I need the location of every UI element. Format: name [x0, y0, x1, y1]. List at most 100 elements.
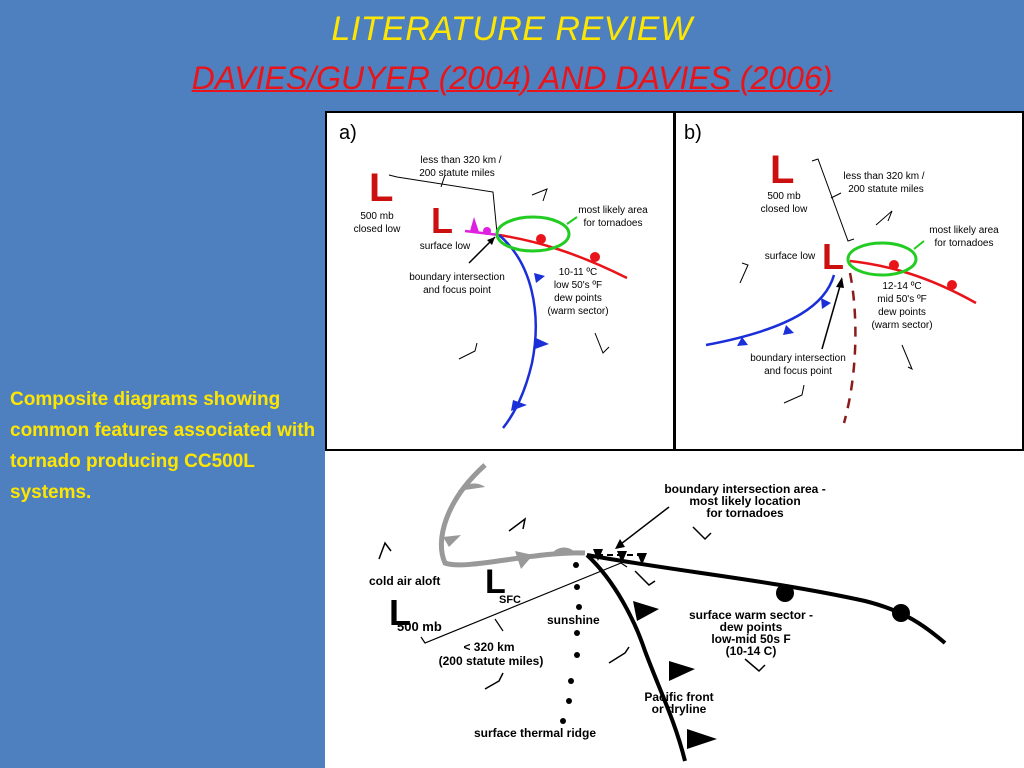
diagram-panel-b: b) L 500 mb closed low less than 320 km … — [674, 111, 1024, 451]
panel-b-wind-barbs — [739, 210, 913, 404]
diagram-a-svg: a) L 500 mb closed low less than 320 km … — [339, 122, 648, 429]
panel-c-pacific-text-2: or dryline — [652, 702, 707, 716]
diagram-panel-a: a) L 500 mb closed low less than 320 km … — [325, 111, 675, 451]
panel-b-cold-triangle-1 — [821, 298, 831, 309]
panel-a-distance-bracket — [388, 174, 498, 234]
panel-b-label: b) — [684, 122, 702, 144]
panel-a-boundary-arrowhead — [487, 237, 495, 245]
panel-a-likely-text-1: most likely area — [578, 205, 648, 216]
panel-b-cold-triangle-2 — [783, 325, 794, 335]
panel-a-surface-low-symbol: L — [431, 200, 453, 241]
diagram-b-svg: b) L 500 mb closed low less than 320 km … — [684, 122, 999, 424]
panel-c-warm-bump-2 — [892, 604, 910, 622]
panel-b-boundary-text-2: and focus point — [764, 366, 832, 377]
panel-b-warm-front — [849, 259, 977, 305]
panel-b-boundary-arrow — [821, 278, 843, 350]
panel-a-cold-triangle-2 — [535, 338, 549, 349]
panel-a-surface-low-text: surface low — [420, 241, 471, 252]
panel-c-wind-barbs — [378, 517, 766, 690]
panel-a-warm-text-1: 10-11 ºC — [559, 267, 598, 278]
panel-c-warm-front — [586, 553, 947, 645]
panel-c-upper-bump — [458, 483, 485, 491]
panel-b-cold-triangle-3 — [737, 337, 748, 346]
panel-c-surface-low-symbol: L — [485, 563, 506, 601]
panel-c-distance-bracket — [420, 562, 628, 644]
panel-b-500mb-low-symbol: L — [770, 148, 794, 192]
slide-subtitle: DAVIES/GUYER (2004) AND DAVIES (2006) — [191, 60, 833, 96]
panel-c-upper-triangle-2 — [515, 551, 533, 569]
panel-c-warm-bump-1 — [776, 584, 794, 602]
panel-c-distance-text-2: (200 statute miles) — [439, 654, 544, 668]
panel-c-sunshine-text: sunshine — [547, 613, 600, 627]
panel-b-warm-text-2: mid 50's ºF — [877, 294, 926, 305]
panel-b-500mb-text: 500 mb — [767, 191, 801, 202]
panel-c-distance-text-1: < 320 km — [463, 640, 514, 654]
panel-b-warm-text-4: (warm sector) — [871, 320, 932, 331]
panel-a-distance-tick — [440, 174, 446, 188]
panel-c-boundary-text-3: for tornadoes — [706, 506, 784, 520]
panel-a-500mb-low-symbol: L — [369, 166, 393, 210]
panel-b-warm-text-1: 12-14 ºC — [882, 281, 921, 292]
panel-b-distance-text-2: 200 statute miles — [848, 184, 924, 195]
panel-a-likely-text-2: for tornadoes — [584, 218, 643, 229]
panel-b-surface-low-text: surface low — [765, 251, 816, 262]
panel-b-surface-low-symbol: L — [822, 236, 844, 277]
panel-c-upper-triangle-1 — [443, 535, 461, 547]
panel-b-warm-text-3: dew points — [878, 307, 926, 318]
panel-a-warm-front-bump-2 — [590, 252, 600, 262]
panel-a-warm-text-4: (warm sector) — [547, 306, 608, 317]
panel-a-occluded-semicircle — [483, 227, 491, 235]
panel-a-wind-barbs — [458, 188, 610, 360]
panel-a-cold-front — [498, 234, 537, 429]
panel-a-cold-triangle-1 — [534, 273, 545, 283]
panel-c-thermal-ridge-dots — [560, 562, 582, 724]
panel-b-likely-text-2: for tornadoes — [935, 238, 994, 249]
diagram-c-svg: boundary intersection area - most likely… — [369, 463, 947, 762]
panel-b-warm-front-bump-2 — [947, 280, 957, 290]
panel-a-closed-low-text: closed low — [354, 224, 401, 235]
panel-c-500mb-low-symbol: L — [389, 592, 411, 633]
panel-a-warm-text-3: dew points — [554, 293, 602, 304]
panel-a-distance-text-2: 200 statute miles — [419, 168, 495, 179]
panel-c-upper-front — [438, 463, 586, 568]
panel-a-warm-front-bump-1 — [536, 234, 546, 244]
panel-c-upper-bump-2 — [551, 547, 577, 555]
panel-b-oval-pointer — [913, 240, 925, 250]
panel-a-occluded-front — [464, 229, 500, 237]
panel-c-boundary-text-1: boundary intersection area - — [664, 482, 825, 496]
panel-c-pacific-triangle-3 — [687, 729, 717, 749]
panel-c-sfc-text: SFC — [499, 594, 521, 606]
panel-c-boundary-arrow — [616, 506, 670, 548]
panel-c-pacific-triangle-2 — [669, 661, 695, 681]
panel-b-closed-low-text: closed low — [761, 204, 808, 215]
panel-b-distance-tick — [830, 192, 842, 199]
panel-b-boundary-arrowhead — [836, 277, 844, 288]
panel-b-dryline — [842, 272, 857, 424]
panel-c-ridge-text: surface thermal ridge — [474, 726, 596, 740]
panel-a-warm-front — [498, 233, 628, 280]
panel-a-oval-pointer — [566, 216, 578, 225]
panel-a-tornado-oval — [495, 215, 571, 253]
panel-c-warm-text-4: (10-14 C) — [726, 644, 777, 658]
panel-c-distance-tick — [494, 618, 504, 632]
panel-c-warm-text-1: surface warm sector - — [689, 608, 813, 622]
panel-c-warm-text-3: low-mid 50s F — [711, 632, 790, 646]
panel-a-cold-triangle-3 — [511, 400, 527, 411]
slide-caption: Composite diagrams showing common featur… — [10, 389, 316, 503]
panel-b-likely-text-1: most likely area — [929, 225, 999, 236]
panel-b-distance-bracket — [811, 158, 855, 242]
panel-c-warm-text-2: dew points — [720, 620, 783, 634]
panel-c-500mb-text: 500 mb — [397, 619, 442, 634]
panel-a-occluded-triangle — [470, 217, 479, 232]
panel-a-500mb-text: 500 mb — [360, 211, 394, 222]
panel-a-boundary-text-1: boundary intersection — [409, 272, 505, 283]
panel-c-pacific-text-1: Pacific front — [644, 690, 713, 704]
panel-b-warm-front-bump-1 — [889, 260, 899, 270]
panel-b-cold-front — [705, 274, 836, 347]
panel-b-tornado-oval — [846, 241, 918, 277]
slide-title: LITERATURE REVIEW — [331, 10, 693, 48]
panel-c-boundary-arrowhead — [615, 539, 625, 549]
panel-c-cold-air-text: cold air aloft — [369, 574, 440, 588]
panel-c-pacific-front — [585, 553, 687, 762]
panel-a-distance-text-1: less than 320 km / — [420, 155, 501, 166]
